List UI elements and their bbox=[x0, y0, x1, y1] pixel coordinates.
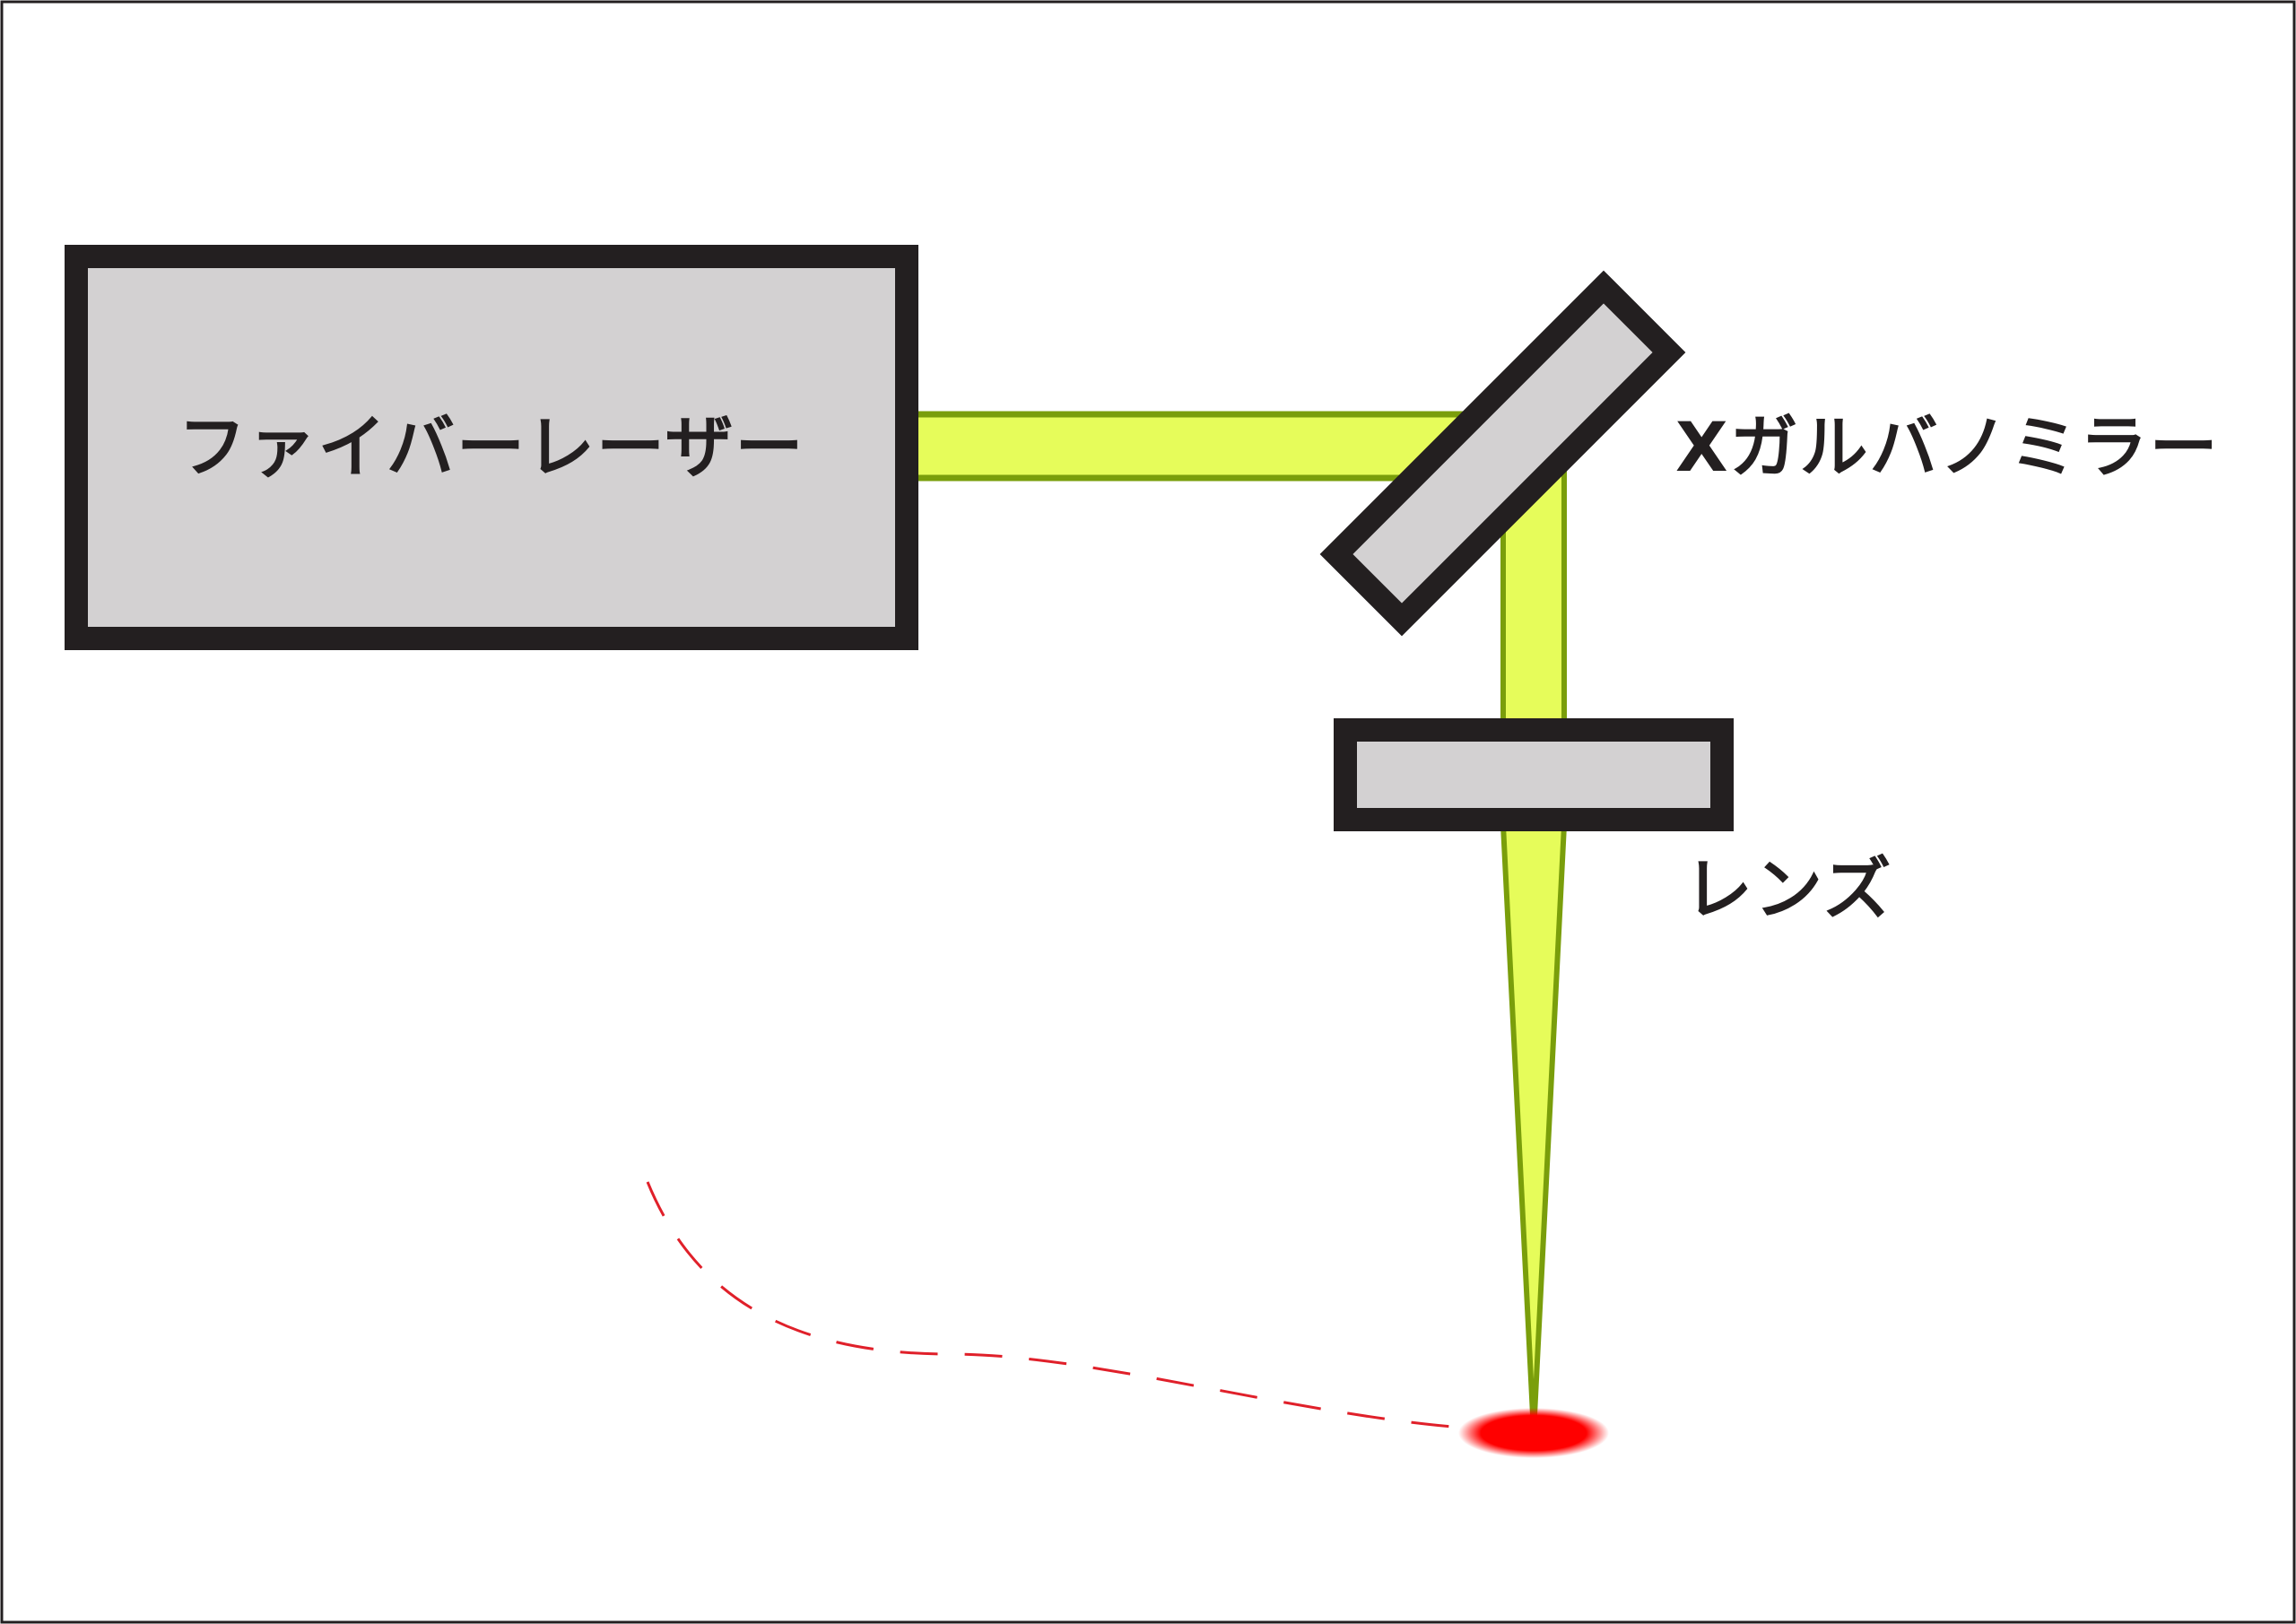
focus-spot bbox=[1458, 1408, 1609, 1458]
fiber-laser-label: ファイバーレーザー bbox=[178, 407, 805, 487]
x-galvo-mirror bbox=[1319, 270, 1686, 637]
lens-label: レンズ bbox=[1684, 849, 1892, 929]
lens-box bbox=[1334, 718, 1734, 831]
scan-path bbox=[646, 1181, 1476, 1430]
fiber-laser-box bbox=[65, 245, 918, 650]
laser-beam-horizontal bbox=[902, 411, 1479, 482]
x-galvo-mirror-label: Xガルバノミラー bbox=[1675, 407, 2220, 487]
